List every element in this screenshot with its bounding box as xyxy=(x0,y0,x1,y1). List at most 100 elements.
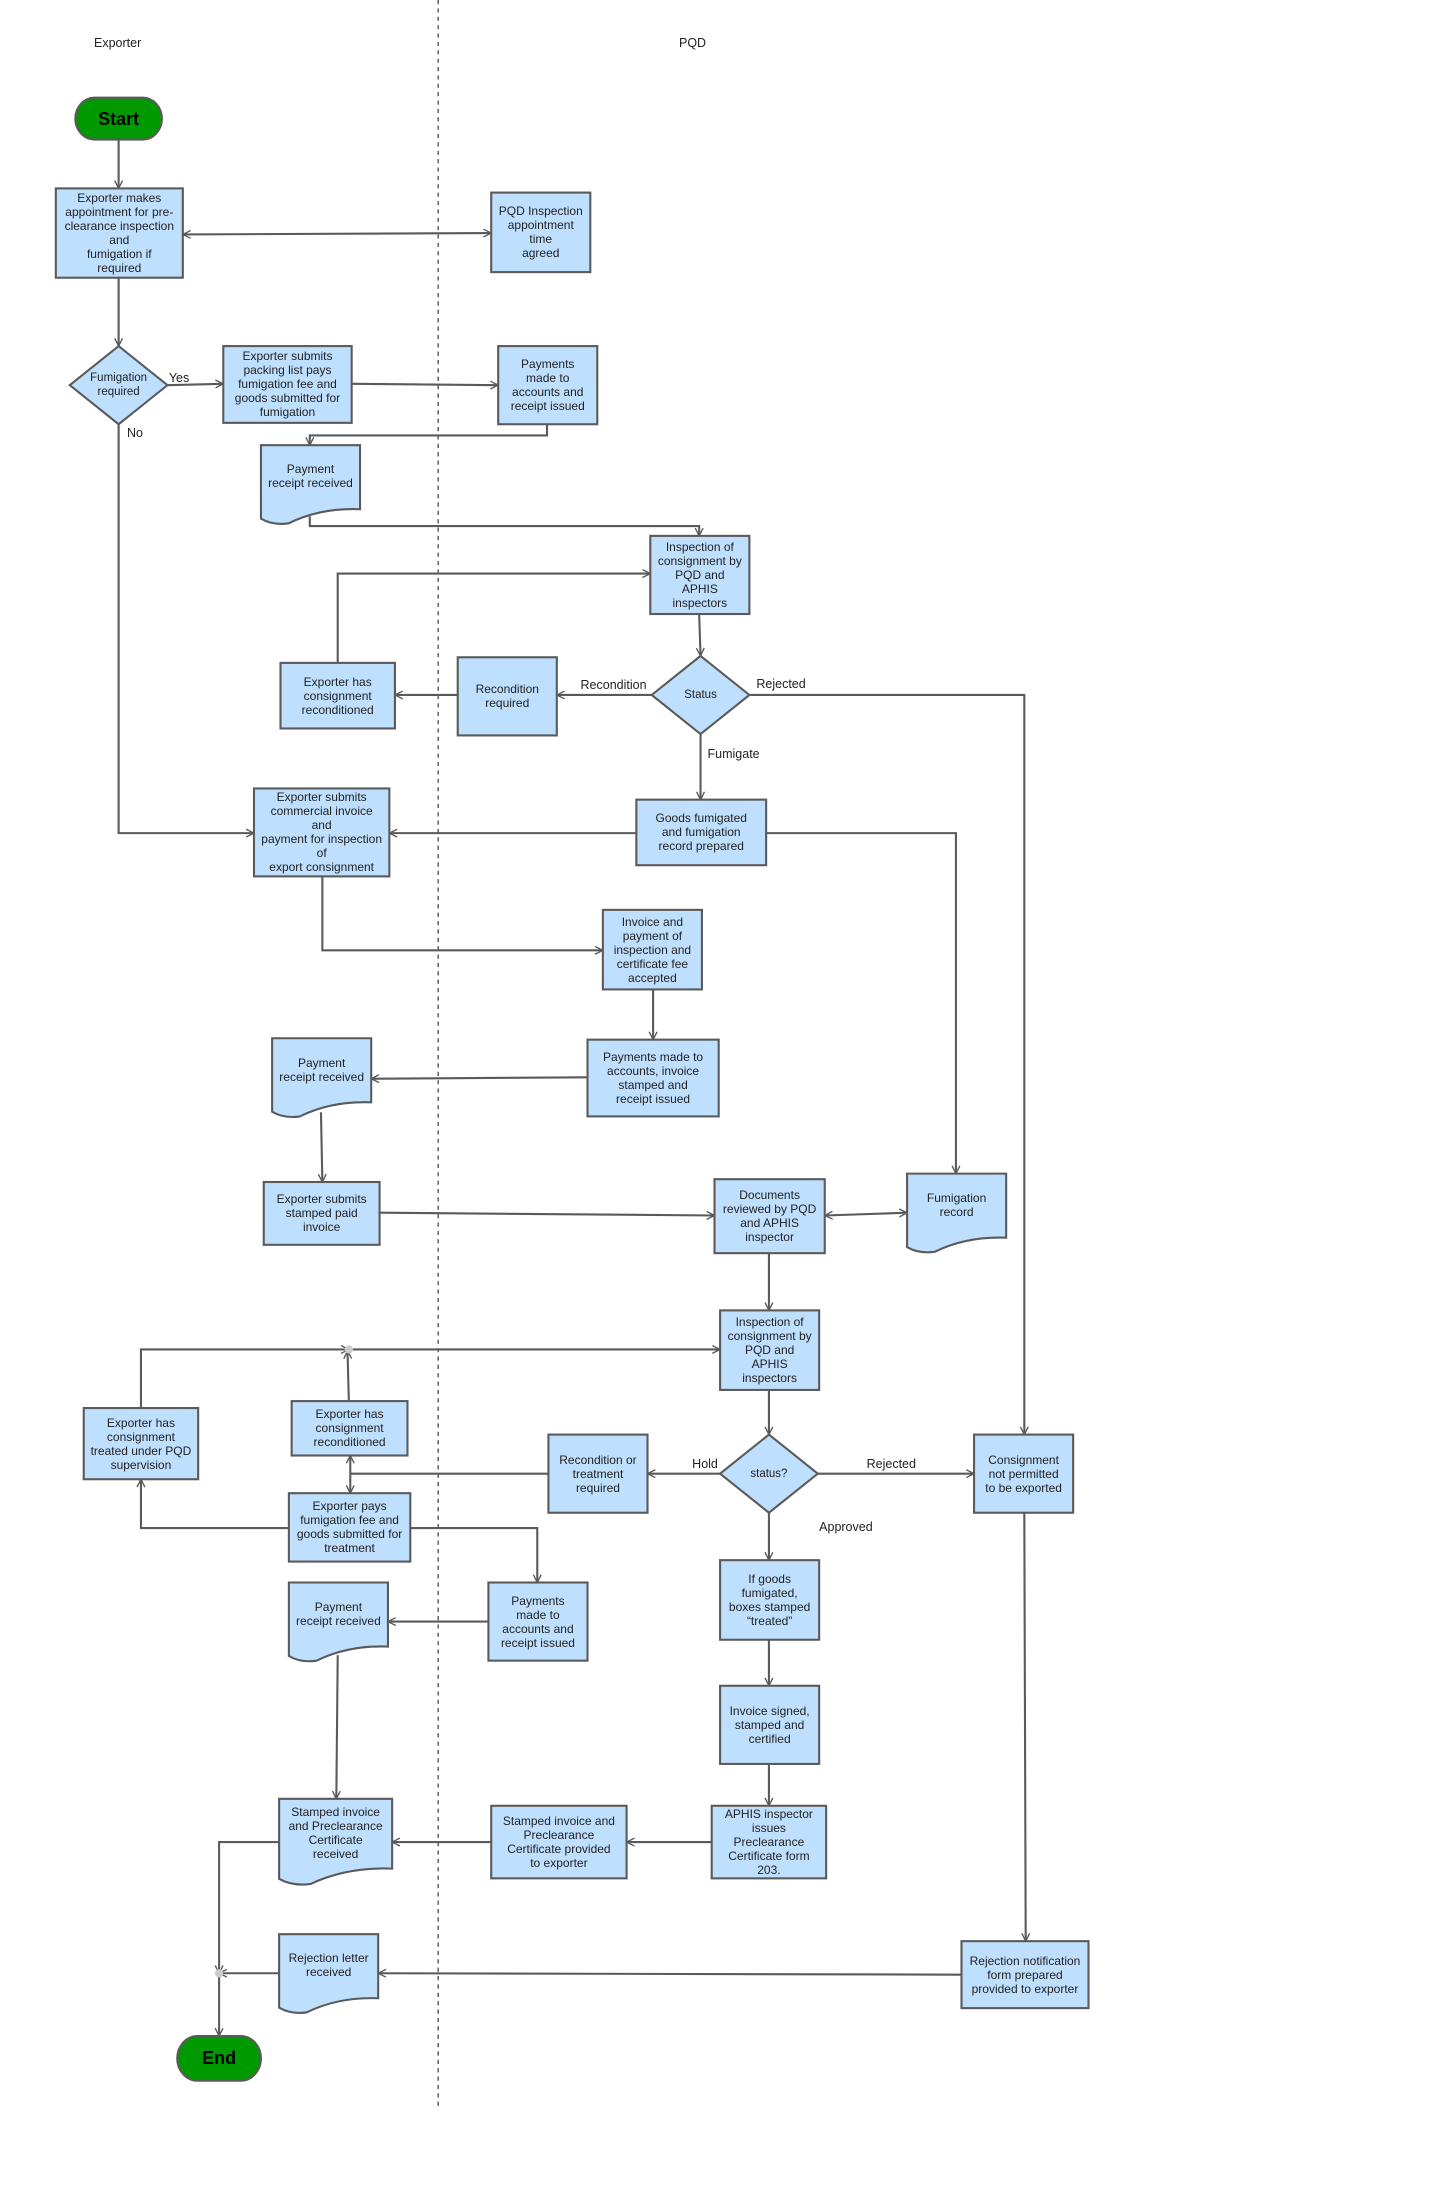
process-box-n23 xyxy=(710,1804,828,1880)
node-label-n21: If goods fumigated, boxes stamped “treat… xyxy=(728,1571,811,1628)
node-label-n12: Exporter submits stamped paid invoice xyxy=(276,1192,367,1235)
edge-label-rejected2: Rejected xyxy=(866,1456,916,1471)
node-label-n20: Payments made to accounts and receipt is… xyxy=(500,1593,575,1650)
document-shape-doc2 xyxy=(271,1037,373,1119)
connector-arrow xyxy=(336,1655,337,1799)
lane-header-pqd: PQD xyxy=(679,36,707,50)
node-label-n10: Invoice and payment of inspection and ce… xyxy=(613,914,692,985)
connector-arrow xyxy=(310,424,549,445)
connector-arrow xyxy=(308,516,699,536)
process-box-n9 xyxy=(635,798,768,867)
connector-arrow xyxy=(351,384,499,385)
connector-arrow xyxy=(117,424,254,833)
edge-label-yes: Yes xyxy=(168,371,190,386)
decision-diamond-d2 xyxy=(650,654,752,736)
process-box-n8 xyxy=(252,787,391,878)
process-box-n22 xyxy=(719,1684,821,1765)
edge-label-approved: Approved xyxy=(819,1519,873,1534)
edge-label-rejected1: Rejected xyxy=(756,676,806,691)
document-shape-doc1 xyxy=(259,444,362,525)
node-label-doc2: Payment receipt received xyxy=(279,1055,364,1084)
node-label-d2: Status xyxy=(684,688,717,701)
node-label-n14: Inspection of consignment by PQD and APH… xyxy=(727,1315,812,1386)
connector-arrow xyxy=(749,693,1024,1435)
process-box-n21 xyxy=(719,1559,821,1641)
node-label-n1: Exporter makes appointment for pre- clea… xyxy=(64,191,174,276)
connector-arrow xyxy=(378,1973,962,1974)
node-label-end: End xyxy=(202,2048,237,2069)
process-box-n12 xyxy=(262,1180,381,1246)
decision-diamond-d1 xyxy=(68,344,170,426)
connector-arrow xyxy=(410,1527,537,1582)
node-label-doc3: Fumigation record xyxy=(926,1190,987,1219)
connector-arrow xyxy=(1024,1512,1025,1941)
process-box-n4 xyxy=(497,345,599,426)
node-label-n17: Exporter has consignment treated under P… xyxy=(90,1415,192,1472)
process-box-n25 xyxy=(960,1940,1090,2010)
connector-arrow xyxy=(321,1112,322,1182)
node-label-n3: Exporter submits packing list pays fumig… xyxy=(234,349,341,420)
edge-label-hold: Hold xyxy=(692,1456,718,1471)
process-box-n19 xyxy=(287,1492,412,1563)
node-label-n2: PQD Inspection appointment time agreed xyxy=(498,204,583,261)
node-label-n8: Exporter submits commercial invoice and … xyxy=(261,790,383,875)
process-box-n5 xyxy=(649,534,751,616)
junction-dot xyxy=(214,1969,224,1978)
node-label-n7: Exporter has consignment reconditioned xyxy=(301,674,374,717)
process-box-n14 xyxy=(719,1309,821,1391)
document-shape-doc5 xyxy=(278,1797,394,1886)
node-label-n16: Consignment not permitted to be exported xyxy=(985,1452,1062,1495)
process-box-n7 xyxy=(279,661,396,730)
node-label-n25: Rejection notification form prepared pro… xyxy=(969,1953,1081,1996)
connector-arrow xyxy=(219,1841,280,1973)
node-label-doc6: Rejection letter received xyxy=(288,1951,369,1980)
process-box-n20 xyxy=(487,1581,589,1662)
connector-arrow xyxy=(699,613,700,656)
connector-arrow xyxy=(141,1479,289,1530)
process-box-n6 xyxy=(456,656,558,737)
node-label-start: Start xyxy=(98,108,140,129)
connector-arrow xyxy=(766,832,956,1174)
connector-arrow xyxy=(347,1351,348,1402)
node-label-doc4: Payment receipt received xyxy=(296,1599,381,1628)
connector-arrow xyxy=(321,876,602,950)
process-box-n1 xyxy=(54,187,184,279)
decision-diamond-d3 xyxy=(718,1433,820,1515)
process-box-n17 xyxy=(82,1407,200,1481)
node-label-doc1: Payment receipt received xyxy=(268,462,353,491)
node-label-doc5: Stamped invoice and Preclearance Certifi… xyxy=(288,1804,383,1861)
process-box-n2 xyxy=(490,191,592,274)
connector-arrow xyxy=(371,1077,588,1078)
node-label-d3: status? xyxy=(750,1467,788,1480)
node-label-n18: Exporter has consignment reconditioned xyxy=(313,1407,386,1450)
node-label-n9: Goods fumigated and fumigation record pr… xyxy=(655,811,747,854)
process-box-n13 xyxy=(713,1178,826,1255)
connector-arrow xyxy=(825,1213,907,1216)
connector-arrow xyxy=(167,384,223,385)
edge-label-fumigate: Fumigate xyxy=(707,746,760,761)
node-label-n5: Inspection of consignment by PQD and APH… xyxy=(657,539,742,610)
node-label-n24: Stamped invoice and Preclearance Certifi… xyxy=(502,1814,615,1871)
terminal-shape-end xyxy=(176,2035,263,2082)
lane-header-exporter: Exporter xyxy=(94,36,142,50)
process-box-n24 xyxy=(490,1804,628,1880)
node-label-n4: Payments made to accounts and receipt is… xyxy=(510,357,585,414)
process-box-n3 xyxy=(222,345,353,424)
node-label-n13: Documents reviewed by PQD and APHIS insp… xyxy=(722,1188,817,1245)
process-box-n10 xyxy=(601,908,703,991)
connector-arrow xyxy=(183,233,491,234)
process-box-n16 xyxy=(973,1433,1075,1514)
node-label-n19: Exporter pays fumigation fee and goods s… xyxy=(296,1499,403,1556)
connector-arrow xyxy=(139,1349,349,1409)
connector-arrow xyxy=(379,1213,715,1216)
junction-dot xyxy=(344,1345,354,1354)
terminal-shape-start xyxy=(74,96,163,141)
node-label-n11: Payments made to accounts, invoice stamp… xyxy=(603,1050,704,1107)
node-label-n23: APHIS inspector issues Preclearance Cert… xyxy=(724,1807,813,1878)
process-box-n15 xyxy=(547,1433,649,1514)
node-label-n15: Recondition or treatment required xyxy=(559,1452,637,1495)
node-label-d1: Fumigation required xyxy=(90,372,148,399)
document-shape-doc6 xyxy=(278,1933,380,2014)
